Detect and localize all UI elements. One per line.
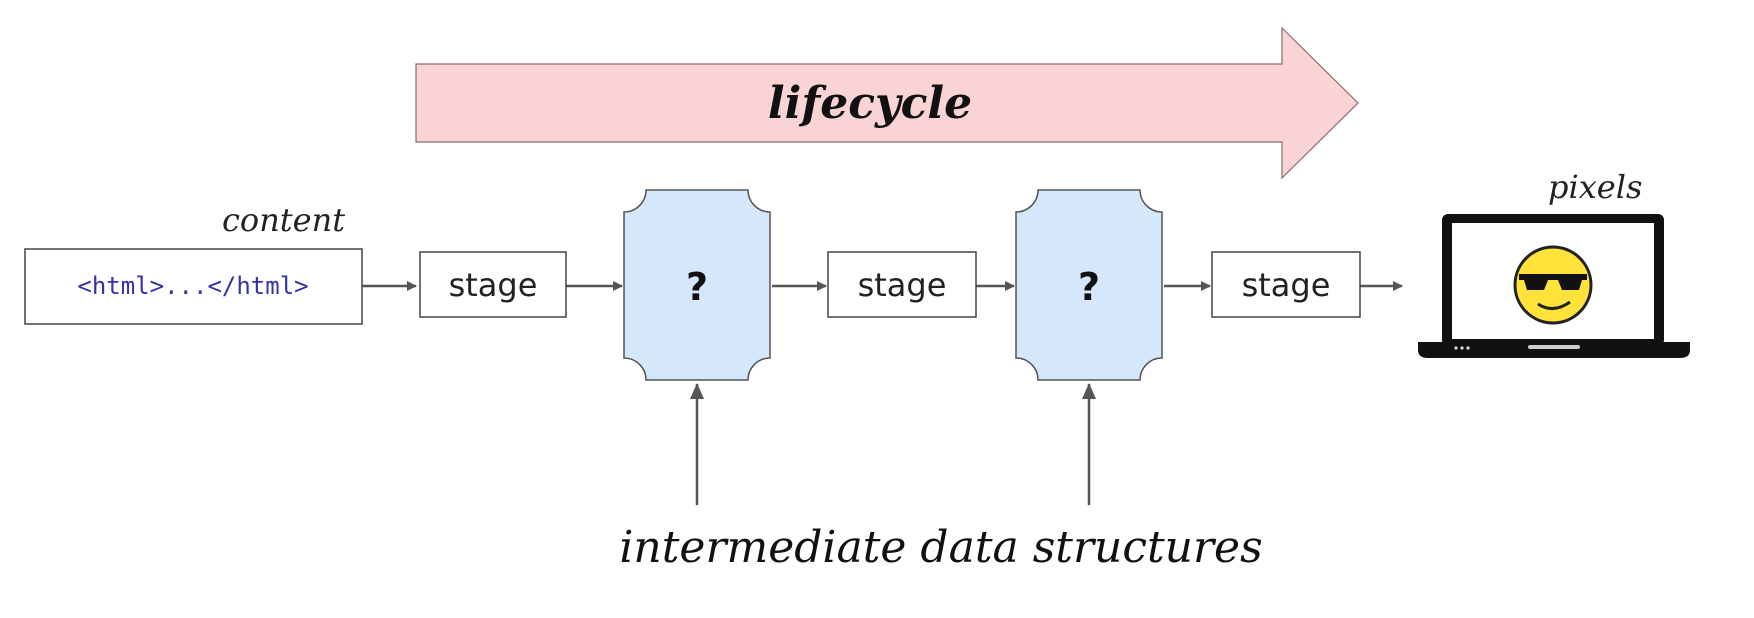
lifecycle-arrow-shape [415,26,1359,180]
stage-label: stage [449,266,538,304]
data-structure-shape [623,189,771,381]
html-code-text: <html>...</html> [77,272,308,300]
data-structure-shape [1015,189,1163,381]
stage-box-2: stage [827,251,977,318]
html-source-box: <html>...</html> [24,248,363,325]
smiley-sunglasses-icon [1513,245,1593,325]
laptop-icon [1418,214,1690,358]
data-structure-1: ? [623,189,771,381]
lifecycle-arrow: lifecycle [415,26,1359,180]
stage-label: stage [858,266,947,304]
data-structure-2: ? [1015,189,1163,381]
lifecycle-label: lifecycle [768,78,972,129]
stage-box-1: stage [419,251,567,318]
pixels-label: pixels [1548,168,1642,206]
content-label: content [222,201,345,239]
data-structure-label: ? [1078,265,1100,309]
stage-box-3: stage [1211,251,1361,318]
stage-label: stage [1242,266,1331,304]
footer-label: intermediate data structures [619,522,1262,573]
footer-arrows [690,383,1096,505]
data-structure-label: ? [686,265,708,309]
